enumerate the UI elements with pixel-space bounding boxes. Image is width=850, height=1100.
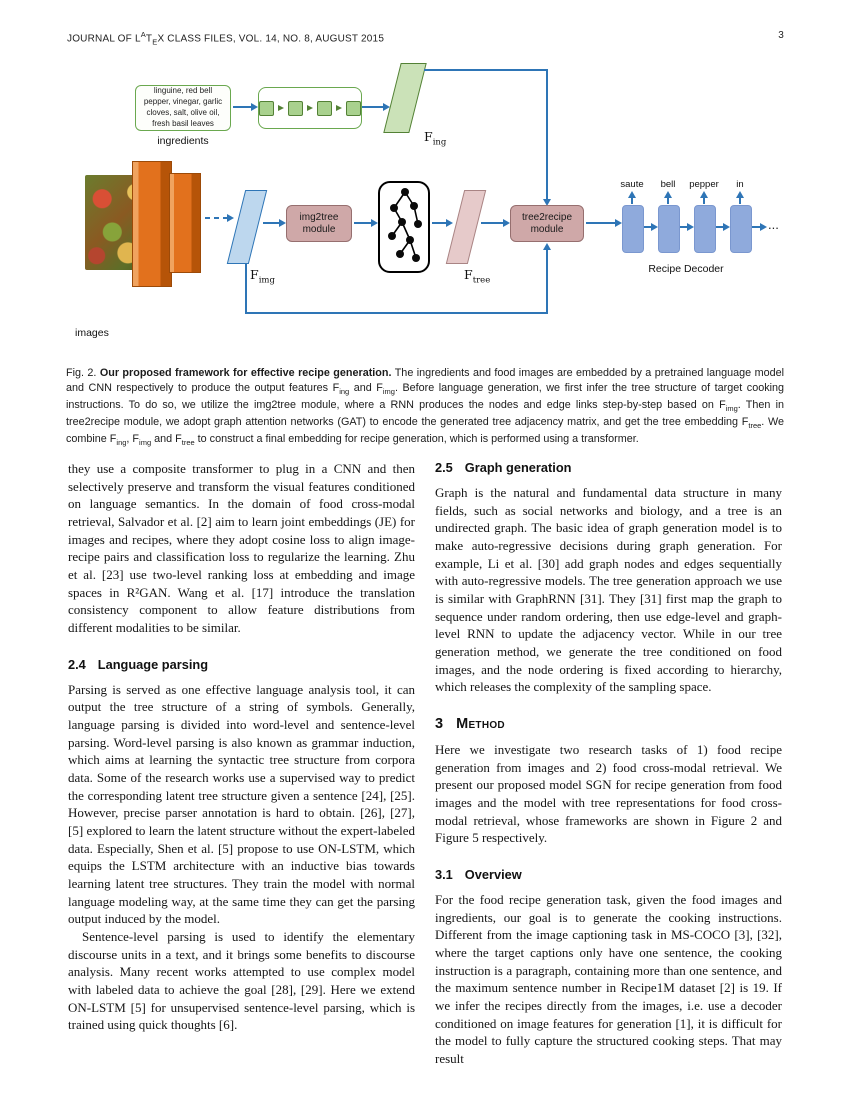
rnn-chain: [258, 87, 362, 129]
heading-number: 3: [435, 716, 444, 733]
paragraph: Sentence-level parsing is used to identi…: [68, 929, 415, 1033]
rnn-cell-icon: [288, 100, 303, 116]
right-column: 2.5 Graph generation Graph is the natural…: [435, 460, 782, 1068]
heading-title: Graph generation: [464, 460, 572, 475]
arrow-graph-to-ftree: [432, 218, 453, 227]
heading-number: 3.1: [435, 867, 453, 883]
paragraph: they use a composite transformer to plug…: [68, 461, 415, 636]
paragraph: Graph is the natural and fundamental dat…: [435, 485, 782, 695]
journal-title: JOURNAL OF LATEX CLASS FILES, VOL. 14, N…: [67, 30, 385, 47]
decoder-word-arrow: [627, 191, 636, 204]
rnn-cell-icon: [259, 100, 274, 116]
cnn-layer: [169, 173, 201, 273]
mini-arrow-icon: [307, 105, 313, 111]
figure-caption: Fig. 2. Our proposed framework for effec…: [66, 367, 785, 447]
ingredients-label: ingredients: [157, 135, 209, 147]
rnn-cell-icon: [346, 100, 361, 116]
feature-fing-slab: [383, 63, 427, 133]
img2tree-label-line2: module: [302, 223, 336, 235]
decoder-word: saute: [620, 179, 644, 190]
tree2recipe-label-line2: module: [530, 223, 564, 235]
paragraph: Here we investigate two research tasks o…: [435, 742, 782, 846]
figure-2-diagram: linguine, red bell pepper, vinegar, garl…: [0, 55, 850, 360]
mini-arrow-icon: [336, 105, 342, 111]
tree2recipe-module: tree2recipe module: [510, 205, 584, 242]
decoder-cell: [658, 205, 680, 253]
ftree-label: Ftree: [464, 267, 491, 286]
body-columns: they use a composite transformer to plug…: [68, 460, 782, 1068]
decoder-word-arrow: [663, 191, 672, 204]
decoder-step-arrow: [716, 222, 730, 231]
page-number: 3: [778, 30, 784, 41]
decoder-step-arrow: [752, 222, 767, 231]
arrow-ftree-to-tree2recipe: [481, 218, 510, 227]
heading-title: Language parsing: [97, 656, 209, 672]
decoder-cell: [730, 205, 752, 253]
arrow-img2tree-to-graph: [354, 218, 378, 227]
heading-3-1: 3.1 Overview: [435, 867, 782, 882]
fing-label: Fing: [424, 129, 447, 148]
arrow-rnn-to-fing: [362, 102, 390, 111]
fimg-label: Fimg: [250, 267, 275, 286]
recipe-decoder-label: Recipe Decoder: [648, 263, 724, 275]
arrow-ingredients-to-rnn: [233, 102, 258, 111]
decoder-step-arrow: [680, 222, 694, 231]
paragraph: Parsing is served as one effective langu…: [68, 681, 415, 927]
route-fimg-down: [245, 264, 247, 313]
img2tree-module: img2tree module: [286, 205, 352, 242]
heading-3: 3 Method: [435, 716, 782, 732]
tree2recipe-label-line1: tree2recipe: [521, 211, 573, 223]
decoder-step-arrow: [644, 222, 658, 231]
decoder-word: in: [736, 179, 744, 190]
heading-2-5: 2.5 Graph generation: [435, 460, 782, 475]
left-column: they use a composite transformer to plug…: [68, 460, 415, 1068]
decoder-word: pepper: [689, 179, 719, 190]
heading-2-4: 2.4 Language parsing: [68, 657, 415, 672]
decoder-word: bell: [660, 179, 676, 190]
route-fing-horizontal: [424, 69, 547, 71]
mini-arrow-icon: [278, 105, 284, 111]
decoder-cell: [694, 205, 716, 253]
feature-fimg-slab: [226, 190, 268, 264]
heading-title: Overview: [464, 867, 522, 883]
heading-title: Method: [456, 716, 505, 733]
route-fimg-horizontal: [245, 312, 548, 314]
rnn-cell-icon: [317, 100, 332, 116]
heading-number: 2.4: [68, 656, 86, 672]
images-label: images: [75, 327, 109, 339]
ingredients-box: linguine, red bell pepper, vinegar, garl…: [135, 85, 231, 131]
heading-number: 2.5: [435, 460, 453, 475]
img2tree-label-line1: img2tree: [299, 211, 339, 223]
route-fimg-up-arrow: [542, 243, 551, 313]
paragraph: For the food recipe generation task, giv…: [435, 892, 782, 1067]
decoder-ellipsis: ...: [768, 217, 779, 232]
cnn-layer: [132, 161, 172, 287]
tree-graph-icon: [387, 188, 422, 262]
arrow-fimg-to-img2tree: [263, 218, 286, 227]
dashed-arrow-cnn-to-fimg: [205, 213, 234, 222]
arrow-tree2recipe-to-decoder: [586, 218, 622, 227]
decoder-cell: [622, 205, 644, 253]
decoder-word-arrow: [699, 191, 708, 204]
decoder-word-arrow: [735, 191, 744, 204]
route-fing-down-arrow: [542, 69, 551, 206]
ingredients-text: linguine, red bell pepper, vinegar, garl…: [143, 86, 223, 128]
feature-ftree-slab: [445, 190, 487, 264]
page-header: JOURNAL OF LATEX CLASS FILES, VOL. 14, N…: [67, 30, 784, 46]
generated-tree-box: [378, 181, 430, 273]
